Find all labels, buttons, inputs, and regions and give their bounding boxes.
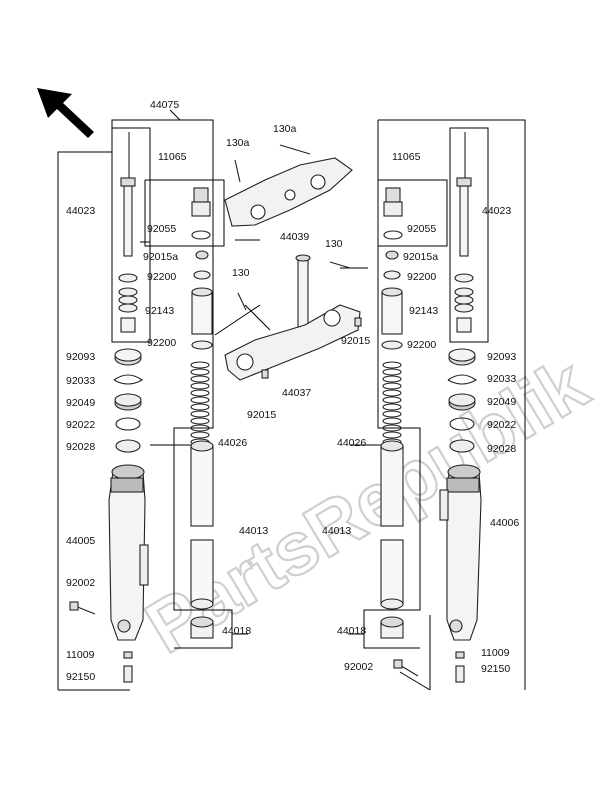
label-92033-right: 92033 — [487, 373, 516, 385]
steering-stem-bracket — [224, 254, 362, 381]
spring-coil — [382, 417, 402, 425]
label-44018-right: 44018 — [337, 625, 366, 637]
label-11009-right: 11009 — [481, 647, 510, 659]
inner-tube-right — [380, 440, 404, 639]
label-92143-right: 92143 — [409, 305, 438, 317]
label-92093-left: 92093 — [66, 351, 95, 363]
damper-rod-left — [118, 132, 138, 333]
label-92200-right-mid: 92200 — [407, 339, 436, 351]
label-44075: 44075 — [150, 99, 179, 111]
spring-coil — [190, 389, 210, 397]
label-11009-left: 11009 — [66, 649, 95, 661]
label-92055-right: 92055 — [407, 223, 436, 235]
callout-labels: 44075 130a 130a 11065 11065 44023 44023 … — [66, 99, 519, 683]
seals-left — [113, 348, 144, 453]
spacer-left — [191, 287, 213, 350]
label-44037: 44037 — [282, 387, 311, 399]
spring-coil — [190, 410, 210, 418]
label-44023-left: 44023 — [66, 205, 95, 217]
label-92002-left: 92002 — [66, 577, 95, 589]
label-130a-top: 130a — [273, 123, 297, 135]
label-92002-right: 92002 — [344, 661, 373, 673]
spring-coil — [382, 361, 402, 369]
fork-cap-left — [191, 187, 211, 240]
spring-coil — [190, 417, 210, 425]
label-44026-right: 44026 — [337, 437, 366, 449]
label-92015-right: 92015 — [341, 335, 370, 347]
label-92033-left: 92033 — [66, 375, 95, 387]
label-92022-right: 92022 — [487, 419, 516, 431]
spring-coil — [190, 368, 210, 376]
label-44006: 44006 — [490, 517, 519, 529]
label-92022-left: 92022 — [66, 419, 95, 431]
spring-coil — [382, 382, 402, 390]
label-44013-right: 44013 — [322, 525, 351, 537]
spring-coil — [382, 410, 402, 418]
washers-right — [383, 250, 401, 280]
upper-bracket — [224, 144, 353, 227]
spring-coil — [382, 368, 402, 376]
label-92015a-right: 92015a — [403, 251, 438, 263]
assembly-outlines — [57, 109, 526, 691]
label-92015a-left: 92015a — [143, 251, 178, 263]
label-130-left: 130 — [232, 267, 250, 279]
spring-coil — [382, 403, 402, 411]
label-11065-right: 11065 — [392, 151, 421, 163]
spring-coil — [382, 424, 402, 432]
damper-rod-right — [454, 132, 474, 333]
label-92028-left: 92028 — [66, 441, 95, 453]
spring-coil — [382, 396, 402, 404]
label-92049-right: 92049 — [487, 396, 516, 408]
spring-coil — [190, 382, 210, 390]
spring-coil — [382, 431, 402, 439]
label-92028-right: 92028 — [487, 443, 516, 455]
front-arrow-icon — [37, 88, 94, 138]
spring-coil — [190, 424, 210, 432]
label-92150-right: 92150 — [481, 663, 510, 675]
label-44013-left: 44013 — [239, 525, 268, 537]
bolts-right — [393, 651, 465, 683]
spring-coil — [190, 403, 210, 411]
outer-tube-right — [439, 464, 482, 641]
label-130-right: 130 — [325, 238, 343, 250]
bolts-left — [69, 601, 133, 683]
label-92200-left-mid: 92200 — [147, 337, 176, 349]
outer-tube-left — [108, 464, 149, 641]
washers-left — [193, 250, 211, 280]
spring-coil — [190, 361, 210, 369]
label-92150-left: 92150 — [66, 671, 95, 683]
label-11065-left: 11065 — [158, 151, 187, 163]
spring-left — [190, 361, 210, 446]
fork-cap-right — [383, 187, 403, 240]
label-44039: 44039 — [280, 231, 309, 243]
label-44023-right: 44023 — [482, 205, 511, 217]
label-92015-left: 92015 — [247, 409, 276, 421]
label-92200-left-top: 92200 — [147, 271, 176, 283]
inner-tube-left — [190, 440, 214, 639]
label-92093-right: 92093 — [487, 351, 516, 363]
spring-coil — [382, 389, 402, 397]
label-130a-left: 130a — [226, 137, 250, 149]
label-92049-left: 92049 — [66, 397, 95, 409]
label-44018-left: 44018 — [222, 625, 251, 637]
spring-coil — [190, 431, 210, 439]
spring-right — [382, 361, 402, 446]
label-44026-left: 44026 — [218, 437, 247, 449]
spring-coil — [190, 396, 210, 404]
label-92143-left: 92143 — [145, 305, 174, 317]
spring-coil — [190, 375, 210, 383]
label-92200-right-top: 92200 — [407, 271, 436, 283]
spring-coil — [382, 375, 402, 383]
seals-right — [447, 348, 478, 453]
spacer-right — [381, 287, 403, 350]
label-44005: 44005 — [66, 535, 95, 547]
label-92055-left: 92055 — [147, 223, 176, 235]
